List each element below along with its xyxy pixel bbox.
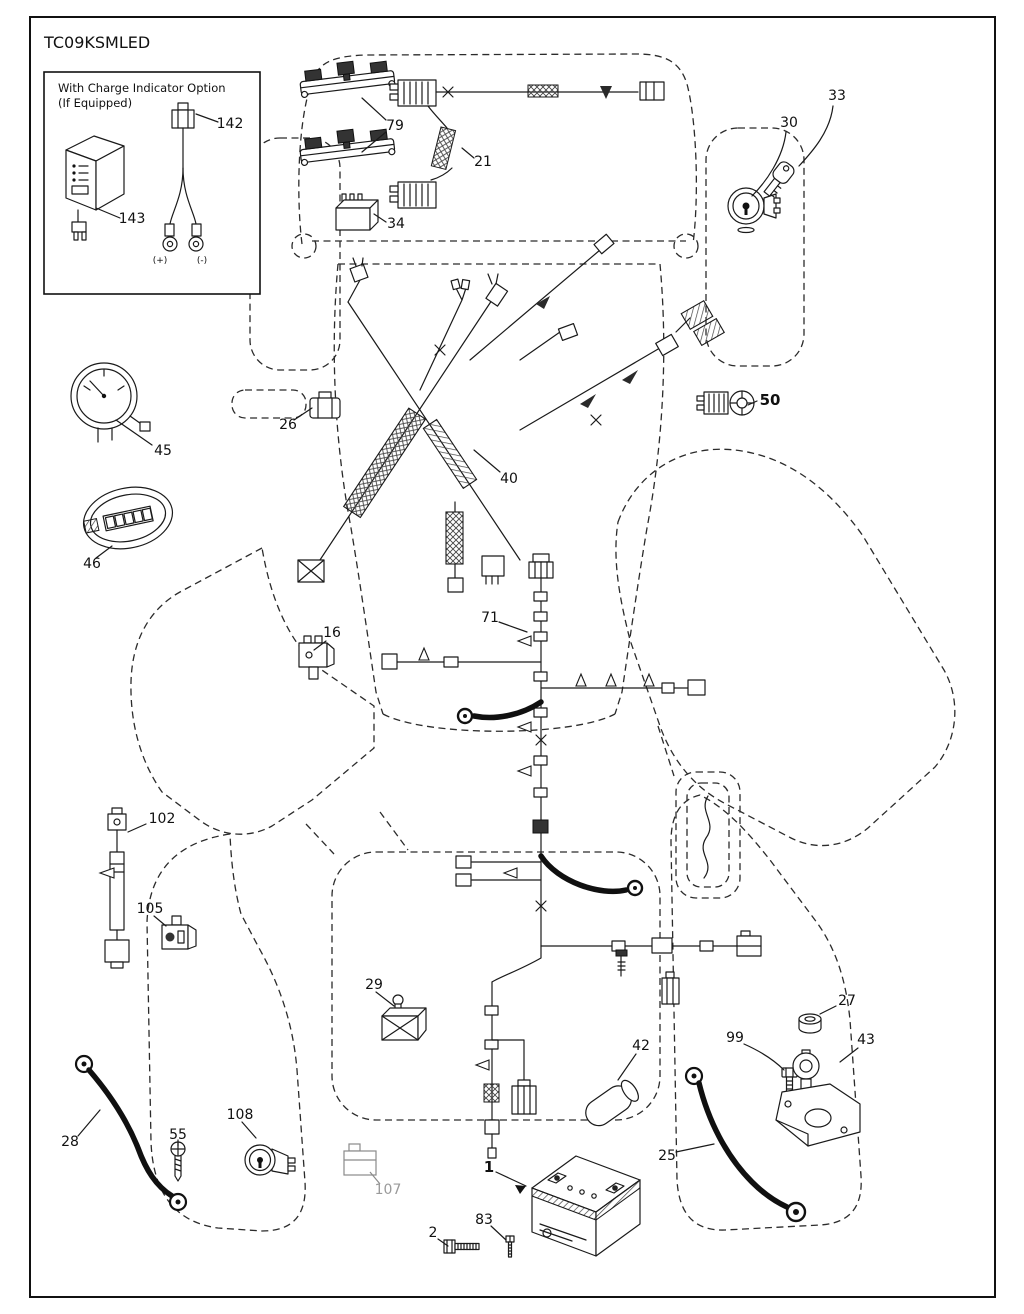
callout-143: 143 [95,207,146,227]
page-title: TC09KSMLED [43,33,150,52]
battery-cable-25 [684,1066,807,1223]
callout-40: 40 [473,449,518,487]
part-label-71: 71 [481,610,499,626]
headlight-connector-2 [389,181,437,209]
callout-25: 25 [658,1143,715,1164]
inset-heading-line2: (If Equipped) [58,96,132,110]
ignition-key-33 [763,161,795,198]
chassis-dashed-outlines [130,53,956,1232]
callout-28: 28 [61,1109,101,1150]
part-label-143: 143 [119,211,146,227]
headlight-bar-assembly-2 [299,128,396,167]
inset-heading-line1: With Charge Indicator Option [58,81,226,95]
callout-27: 27 [819,993,856,1015]
callout-29: 29 [365,977,395,1007]
part-label-34: 34 [387,216,405,232]
top-wire-run [435,81,665,101]
part-label-102: 102 [149,811,176,827]
callout-26: 26 [279,407,313,433]
screw-55 [170,1141,186,1182]
inline-fuse-102 [98,807,130,969]
part-label-1: 1 [484,1158,494,1176]
callout-55: 55 [169,1127,187,1147]
rubber-boot-42 [585,1079,639,1127]
callout-2: 2 [429,1225,449,1247]
connector-pair-50 [696,390,755,416]
bracket-105 [161,915,197,950]
charge-indicator-module-illustration [65,135,125,241]
relay-107 [343,1143,377,1176]
callout-105: 105 [137,901,167,927]
part-label-30: 30 [780,115,798,131]
part-label-45: 45 [154,443,172,459]
part-label-50: 50 [760,391,781,409]
solenoid-bracket-43 [775,1049,861,1147]
callout-21: 21 [461,147,492,170]
callout-42: 42 [617,1038,650,1081]
callout-43: 43 [839,1032,875,1063]
inset-plus-label: (+) [153,256,168,266]
wiring-harness-40 [297,233,726,593]
part-label-108: 108 [227,1107,254,1123]
part-label-99: 99 [726,1030,744,1046]
callout-107: 107 [369,1171,402,1198]
main-harness-71 [381,553,762,1159]
part-label-42: 42 [632,1038,650,1054]
plunger-switch-29 [381,994,427,1041]
callout-79: 79 [361,97,404,153]
ground-cable-28 [74,1054,188,1212]
part-label-79: 79 [386,118,404,134]
part-label-28: 28 [61,1134,79,1150]
cap-nut-27 [798,1013,822,1034]
part-label-2: 2 [429,1225,438,1241]
part-label-40: 40 [500,471,518,487]
callout-142: 142 [195,113,244,132]
part-label-46: 46 [83,556,101,572]
part-label-55: 55 [169,1127,187,1143]
inset-minus-label: (-) [197,256,207,266]
callout-45: 45 [115,419,172,459]
charge-indicator-inset: With Charge Indicator Option (If Equippe… [43,71,261,295]
callout-83: 83 [475,1212,507,1241]
wire-coil-21 [427,105,457,181]
part-label-16: 16 [323,625,341,641]
fuse-26 [309,391,341,419]
part-label-43: 43 [857,1032,875,1048]
part-label-107: 107 [375,1182,402,1198]
part-label-83: 83 [475,1212,493,1228]
part-label-27: 27 [838,993,856,1009]
part-label-105: 105 [137,901,164,917]
ammeter-gauge-45 [70,362,151,443]
part-label-142: 142 [217,116,244,132]
callout-108: 108 [227,1107,257,1139]
callout-30: 30 [751,115,798,197]
headlight-bar-assembly-1 [299,60,396,99]
callout-34: 34 [373,213,405,232]
callout-99: 99 [726,1030,785,1071]
interlock-switch-16 [298,635,335,680]
callout-102: 102 [127,811,176,833]
ignition-switch-108 [244,1144,296,1176]
callout-33: 33 [798,88,846,167]
page-border [29,16,996,1298]
bolt-2 [443,1239,480,1254]
hourmeter-gauge-46 [82,486,174,550]
part-label-29: 29 [365,977,383,993]
ignition-switch-30 [727,187,781,234]
part-label-33: 33 [828,88,846,104]
callout-50: 50 [747,391,781,409]
callout-71: 71 [481,610,528,633]
relay-34 [335,193,379,231]
part-label-26: 26 [279,417,297,433]
screw-83 [505,1235,515,1258]
headlight-connector-1 [389,79,437,107]
part-label-21: 21 [474,154,492,170]
charge-harness-illustration: (+) (-) [153,102,207,266]
part-label-25: 25 [658,1148,676,1164]
callout-16: 16 [313,625,341,651]
battery-1 [531,1155,641,1257]
callout-1: 1 [484,1158,527,1194]
callout-46: 46 [83,545,113,572]
